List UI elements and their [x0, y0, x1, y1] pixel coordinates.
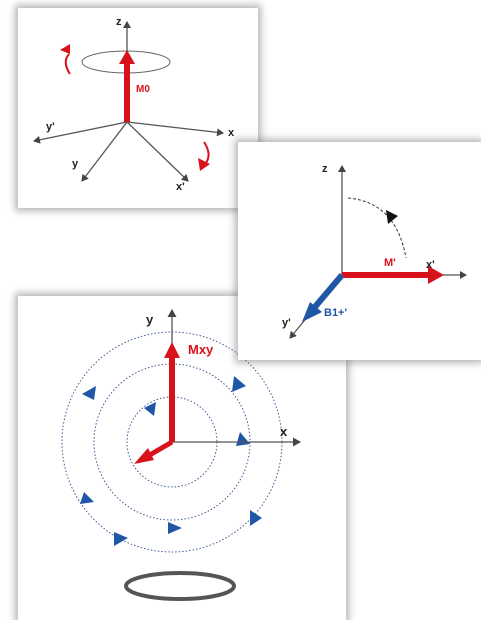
label-y: y [146, 312, 154, 327]
label-x-prime: x' [176, 181, 185, 193]
m0-vector [124, 62, 130, 122]
flip-arrow-icon [386, 210, 398, 224]
orbit-arrow-1-icon [82, 386, 96, 400]
receiver-coil [124, 571, 236, 601]
label-x-prime: x' [426, 259, 435, 271]
m-prime-vector [342, 272, 430, 278]
mxy-projection [146, 439, 174, 459]
mxy-projection-head [134, 448, 154, 464]
rotation-arrow-right-icon [198, 158, 210, 171]
rotation-arc-right [203, 141, 210, 164]
y-prime-axis [33, 121, 128, 144]
orbit-arrow-3-icon [144, 402, 156, 416]
label-x: x [280, 424, 288, 439]
x-axis [126, 121, 224, 137]
label-m-prime: M' [384, 257, 396, 269]
mxy-vector [169, 356, 175, 442]
panel-a-diagram: z x y' y x' M0 [33, 16, 235, 193]
rotation-arc-left [64, 53, 71, 75]
panel-rotating-frame: z x' y' M' B1+' [238, 142, 481, 360]
x-prime-axis [126, 121, 189, 182]
label-m0: M0 [136, 84, 150, 95]
y-axis [81, 121, 128, 182]
label-z: z [116, 16, 122, 28]
flip-arc [347, 197, 407, 259]
label-b1: B1+' [324, 307, 347, 319]
orbit-arrow-6-icon [168, 522, 182, 534]
orbit-arrow-7-icon [250, 510, 262, 526]
label-x: x [228, 127, 235, 139]
m0-vector-head [119, 50, 135, 64]
label-mxy: Mxy [188, 342, 214, 357]
orbit-arrow-4-icon [236, 432, 250, 446]
orbit-arrow-2-icon [232, 376, 246, 392]
panel-equilibrium: z x y' y x' M0 [18, 8, 258, 208]
orbit-arrow-5-icon [80, 492, 94, 504]
mxy-vector-head [164, 342, 180, 358]
label-z: z [322, 163, 328, 175]
label-y: y [72, 158, 79, 170]
rotation-arrow-left-icon [60, 44, 70, 54]
orbit-arrow-8-icon [114, 532, 128, 546]
m-prime-vector-head [428, 266, 444, 284]
panel-b-diagram: z x' y' M' B1+' [282, 163, 467, 339]
b1-vector-head [302, 302, 322, 322]
panel-c-diagram: y x Mxy [61, 309, 301, 601]
b1-vector [311, 273, 345, 310]
label-y-prime: y' [46, 121, 55, 133]
label-y-prime: y' [282, 317, 291, 329]
